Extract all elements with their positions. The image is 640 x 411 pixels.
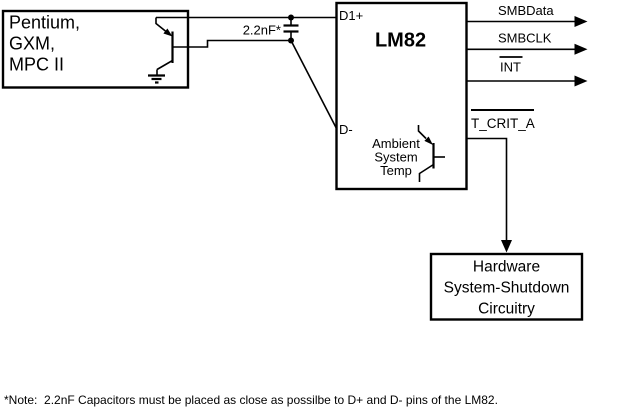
smbclk-arrowhead-icon <box>574 43 588 55</box>
int-signal: INT <box>466 56 588 87</box>
int-arrowhead-icon <box>574 75 588 87</box>
smbclk-signal: SMBCLK <box>466 31 588 55</box>
shutdown-line-3: Circuitry <box>478 301 535 318</box>
footnote-text: *Note: 2.2nF Capacitors must be placed a… <box>4 393 498 407</box>
pin-label-d1plus: D1+ <box>339 8 363 23</box>
transistor2-emitter-arrowhead-icon <box>424 136 433 145</box>
int-label: INT <box>500 60 521 75</box>
chip-name-label: LM82 <box>375 30 426 52</box>
sensor-label-line-3: Temp <box>380 163 412 178</box>
dminus-diagonal-wire <box>290 40 338 129</box>
sensor-label-line-2: System <box>374 150 417 165</box>
transistor-collector-lead <box>156 59 173 75</box>
t-crit-a-label: T_CRIT_A <box>471 116 535 131</box>
shutdown-line-1: Hardware <box>473 259 540 276</box>
transistor2-emitter-lead <box>417 125 427 140</box>
t-crit-a-signal: T_CRIT_A <box>467 109 535 253</box>
sensor-label-line-1: Ambient <box>372 136 420 151</box>
lm82-box <box>335 1 468 191</box>
cpu-thermal-transistor-symbol <box>148 17 174 84</box>
ambient-temp-transistor-symbol <box>417 125 445 182</box>
cpu-name-line-3: MPC II <box>9 54 64 74</box>
pin-label-dminus: D- <box>339 122 353 137</box>
smbclk-label: SMBCLK <box>498 31 552 46</box>
smbdata-label: SMBData <box>498 3 554 18</box>
t-crit-a-wire <box>467 137 508 242</box>
smbdata-arrowhead-icon <box>574 16 588 27</box>
transistor2-collector-lead <box>418 163 434 182</box>
transistor-emitter-arrowhead-icon <box>163 28 173 37</box>
cpu-name-line-2: GXM, <box>9 33 55 53</box>
capacitor-symbol <box>283 14 299 44</box>
shutdown-box <box>429 252 584 321</box>
cpu-name-line-1: Pentium, <box>9 12 80 32</box>
smbdata-signal: SMBData <box>466 3 588 27</box>
transistor-emitter-lead <box>155 17 167 33</box>
ground-symbol-icon <box>148 74 165 84</box>
dminus-wire <box>172 39 291 48</box>
shutdown-line-2: System-Shutdown <box>444 280 570 297</box>
capacitor-value-label: 2.2nF* <box>243 23 281 38</box>
t-crit-a-arrowhead-icon <box>501 240 512 253</box>
